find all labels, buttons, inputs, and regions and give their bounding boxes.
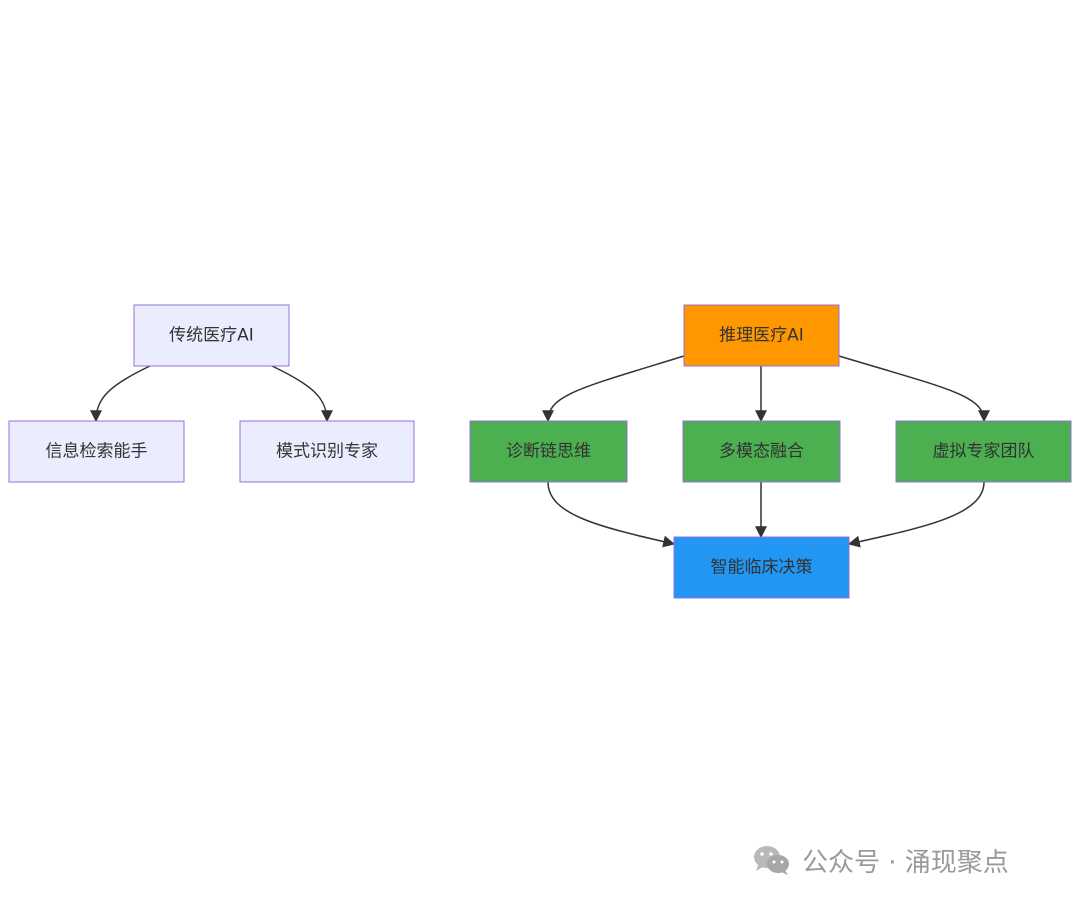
node-label: 模式识别专家	[276, 442, 378, 462]
node-label: 信息检索能手	[46, 442, 148, 462]
node-traditional-ai: 传统医疗AI	[133, 304, 290, 367]
node-box	[673, 536, 850, 599]
node-diagnostic-chain: 诊断链思维	[469, 420, 628, 483]
node-info-retrieval: 信息检索能手	[8, 420, 185, 483]
node-box	[895, 420, 1072, 483]
edge-diagnostic-chain-to-clinical-decision	[547, 481, 676, 548]
node-label: 虚拟专家团队	[933, 442, 1035, 462]
node-reasoning-ai: 推理医疗AI	[683, 304, 840, 367]
watermark: 公众号 · 涌现聚点	[752, 840, 1009, 880]
edge-reasoning-to-virtual-team	[838, 355, 990, 423]
node-pattern-recognition: 模式识别专家	[239, 420, 415, 483]
node-label: 传统医疗AI	[169, 326, 254, 346]
edge-traditional-to-info-retrieval	[90, 365, 151, 423]
node-box	[683, 304, 840, 367]
node-box	[682, 420, 841, 483]
node-virtual-team: 虚拟专家团队	[895, 420, 1072, 483]
wechat-icon	[754, 846, 789, 875]
node-label: 多模态融合	[719, 442, 804, 462]
node-label: 诊断链思维	[506, 442, 591, 462]
node-label: 智能临床决策	[711, 558, 813, 578]
edge-reasoning-to-diagnostic-chain	[542, 355, 685, 423]
node-box	[469, 420, 628, 483]
node-box	[8, 420, 185, 483]
edge-traditional-to-pattern-recognition	[271, 365, 333, 423]
node-clinical-decision: 智能临床决策	[673, 536, 850, 599]
watermark-text: 公众号 · 涌现聚点	[802, 847, 1009, 878]
node-multimodal: 多模态融合	[682, 420, 841, 483]
node-box	[133, 304, 290, 367]
node-box	[239, 420, 415, 483]
node-label: 推理医疗AI	[719, 326, 804, 346]
edge-virtual-team-to-clinical-decision	[847, 481, 985, 548]
